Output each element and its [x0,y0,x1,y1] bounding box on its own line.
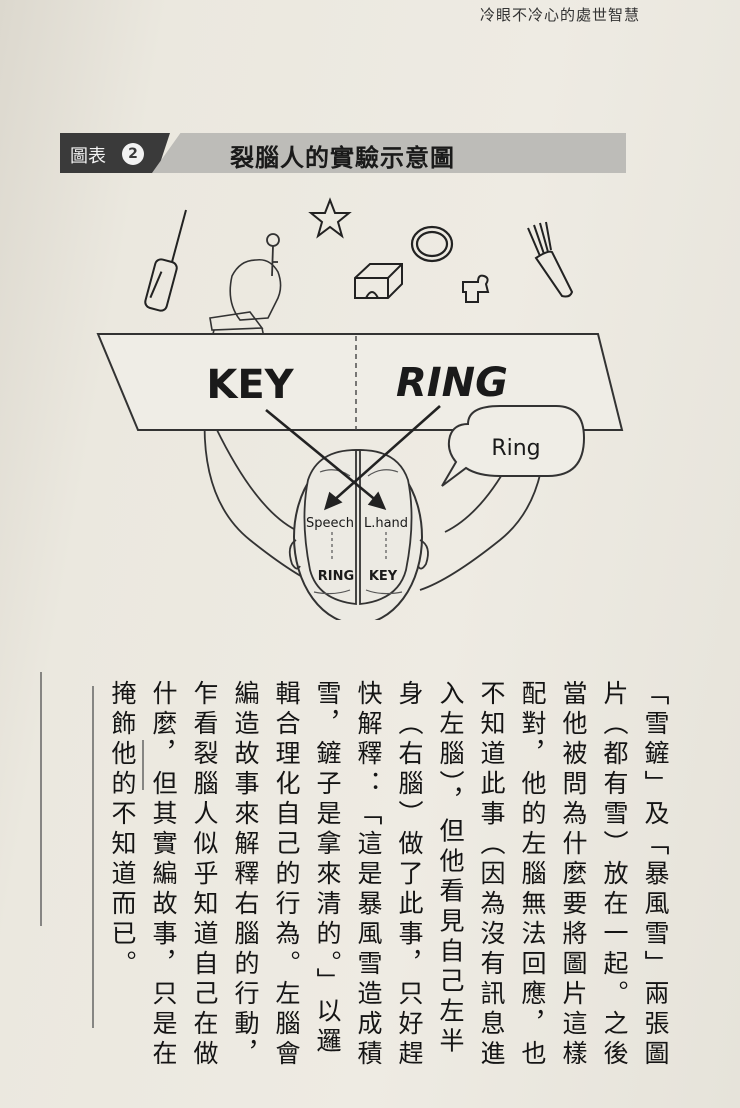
body-column: 當他被問為什麼要將圖片這樣 [559,680,588,1070]
figure-title: 裂腦人的實驗示意圖 [230,144,455,172]
screen-word-left: KEY [206,362,294,408]
speech-bubble [441,405,586,487]
key-icon [266,233,280,277]
star-icon [308,197,352,239]
brain-icon [303,449,413,606]
body-column: 配對，他的左腦無法回應，也 [518,680,547,1070]
margin-pen-line [142,740,144,790]
body-column: 片（都有雪）放在一起。之後 [600,680,629,1070]
body-column: 「雪鏟」及「暴風雪」兩張圖 [641,680,670,1070]
body-column: 輯合理化自己的行為。左腦會 [272,680,301,1070]
body-column: 什麼，但其實編故事，只是在 [149,680,178,1070]
body-column: 入左腦），但他看見自己左半 [436,680,465,1058]
figure-title-bar [152,133,626,173]
block-icon [354,263,403,299]
left-hemisphere-word: RING [318,569,354,584]
brain-folds [313,469,403,595]
left-hemisphere-function: Speech [306,516,354,531]
right-hemisphere-function: L.hand [364,516,408,531]
ear-icon [288,539,429,570]
visual-pathway-arrows [265,405,441,511]
fork-icon [527,221,574,298]
body-column: 編造故事來解釋右腦的行動， [231,680,260,1070]
screen-word-right: RING [396,360,508,406]
figure-number-badge: 2 [122,143,144,165]
speech-bubble-text: Ring [491,436,540,461]
running-head: 冷眼不冷心的處世智慧 [479,6,640,24]
figure-tag-label: 圖表 [70,146,106,167]
figure-header: 圖表 2 裂腦人的實驗示意圖 [60,133,626,173]
body-column: 掩飾他的不知道而已。 [108,680,137,980]
margin-pen-line [92,686,94,1028]
body-column: 雪，鏟子是拿來清的。」以邏 [313,680,342,1058]
body-column: 身（右腦）做了此事，只好趕 [395,680,424,1070]
body-column: 不知道此事（因為沒有訊息進 [477,680,506,1070]
ring-icon [410,225,454,263]
screwdriver-icon [144,209,187,312]
figure-tag [60,133,170,173]
margin-pen-line [40,672,42,926]
body-text: 「雪鏟」及「暴風雪」兩張圖 片（都有雪）放在一起。之後 當他被問為什麼要將圖片這… [102,680,676,1080]
body-column: 乍看裂腦人似乎知道自己在做 [190,680,219,1070]
puzzle-piece-icon [462,274,490,303]
body-column: 快解釋：「這是暴風雪造成積 [354,680,383,1070]
right-hemisphere-word: KEY [369,569,398,584]
split-brain-diagram: KEY RING Ring Speech L.hand RING KEY [96,197,624,620]
